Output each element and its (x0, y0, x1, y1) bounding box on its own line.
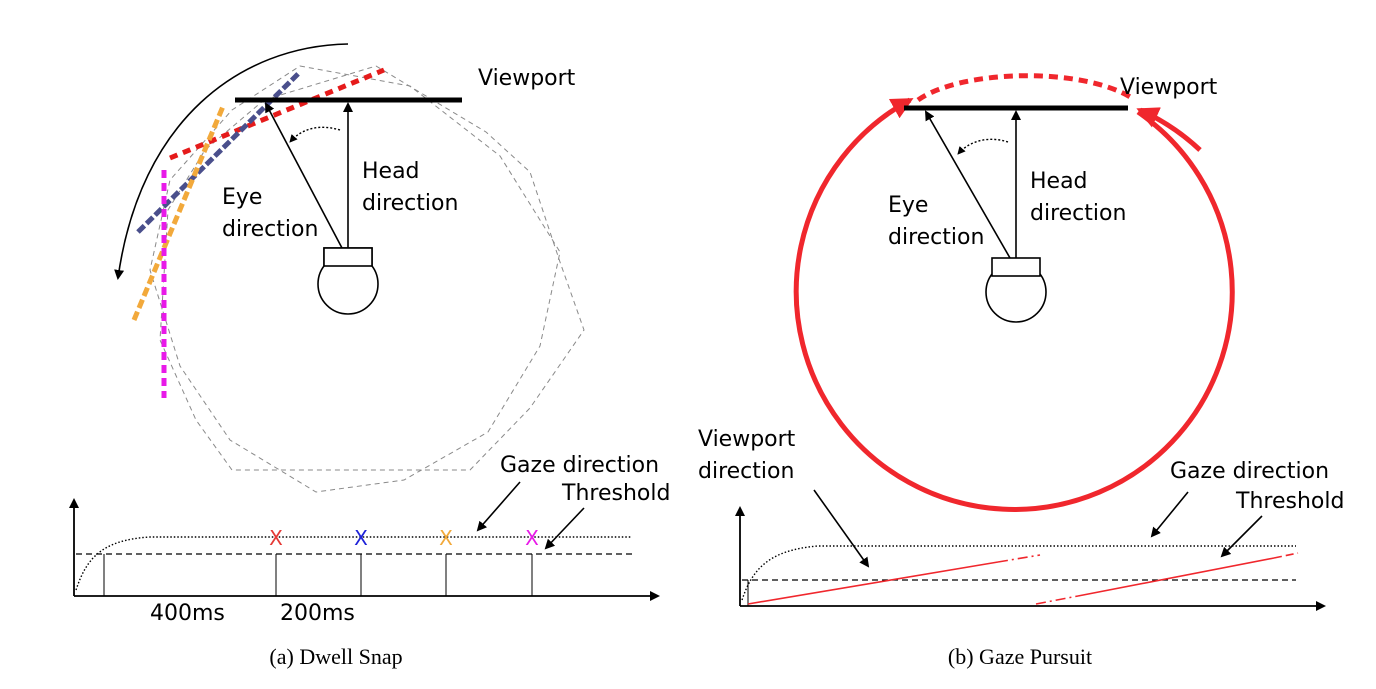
viewport-direction-line-1 (747, 561, 999, 605)
snap-line-orange (131, 103, 227, 321)
viewport-direction-line-1-dash (997, 554, 1041, 563)
eye-direction-arrow-b (925, 110, 1011, 259)
time-label-400ms: 400ms (150, 601, 225, 626)
head-direction-label-b-1: Head (1030, 169, 1088, 194)
panel-a: Viewport Head direction Eye direction X … (69, 43, 670, 669)
gaze-direction-curve (75, 536, 632, 591)
pursuit-circle-arrow-right (1136, 107, 1202, 152)
head-icon-b (985, 257, 1047, 323)
viewport-direction-line-2-dash (1035, 595, 1079, 605)
snap-mark-orange: X (439, 526, 453, 550)
rotation-arrow (114, 43, 349, 280)
eye-direction-label-2: direction (222, 217, 318, 242)
timeline-chart-a: X X X X Gaze direction Threshold 400ms 2… (69, 453, 670, 626)
snap-mark-red: X (269, 526, 283, 550)
threshold-label-pointer (544, 507, 585, 550)
threshold-label: Threshold (561, 481, 670, 506)
snap-mark-blue: X (354, 526, 368, 550)
caption-b: (b) Gaze Pursuit (948, 644, 1092, 669)
gaze-label-pointer-b (1150, 491, 1189, 538)
viewport-direction-label-1: Viewport (698, 427, 796, 452)
head-direction-label-2: direction (362, 191, 458, 216)
eye-offset-arc-b (957, 138, 1009, 155)
head-icon (317, 247, 379, 315)
head-direction-label-b-2: direction (1030, 201, 1126, 226)
eye-direction-arrow (265, 102, 343, 249)
viewport-label: Viewport (478, 66, 576, 91)
gaze-label-pointer (476, 481, 521, 532)
viewport-direction-line-2 (1077, 557, 1275, 597)
panel-b: Viewport Head direction Eye direction Vi… (698, 73, 1344, 669)
eye-direction-label-b-2: direction (888, 225, 984, 250)
viewport-label-b: Viewport (1120, 75, 1218, 100)
pursuit-dotted-arc (916, 73, 1134, 103)
head-direction-label-1: Head (362, 159, 420, 184)
snap-line-navy (136, 70, 302, 234)
viewport-direction-label-2: direction (698, 459, 794, 484)
viewport-direction-line-2-tail (1273, 552, 1299, 559)
gaze-direction-label: Gaze direction (500, 453, 659, 478)
timeline-chart-b: Viewport direction Gaze direction Thresh… (698, 427, 1344, 611)
threshold-label-pointer-b (1220, 515, 1263, 558)
eye-direction-label-1: Eye (222, 185, 262, 210)
snap-line-red (169, 67, 385, 161)
snap-mark-magenta: X (525, 526, 539, 550)
caption-a: (a) Dwell Snap (269, 644, 402, 669)
gaze-direction-curve-b (741, 545, 1296, 601)
eye-direction-label-b-1: Eye (888, 193, 928, 218)
pursuit-circle (793, 97, 1235, 512)
threshold-label-b: Threshold (1235, 489, 1344, 514)
eye-offset-arc (289, 126, 341, 143)
time-label-200ms: 200ms (280, 601, 355, 626)
viewport-direction-pointer (813, 489, 870, 568)
gaze-direction-label-b: Gaze direction (1170, 459, 1329, 484)
